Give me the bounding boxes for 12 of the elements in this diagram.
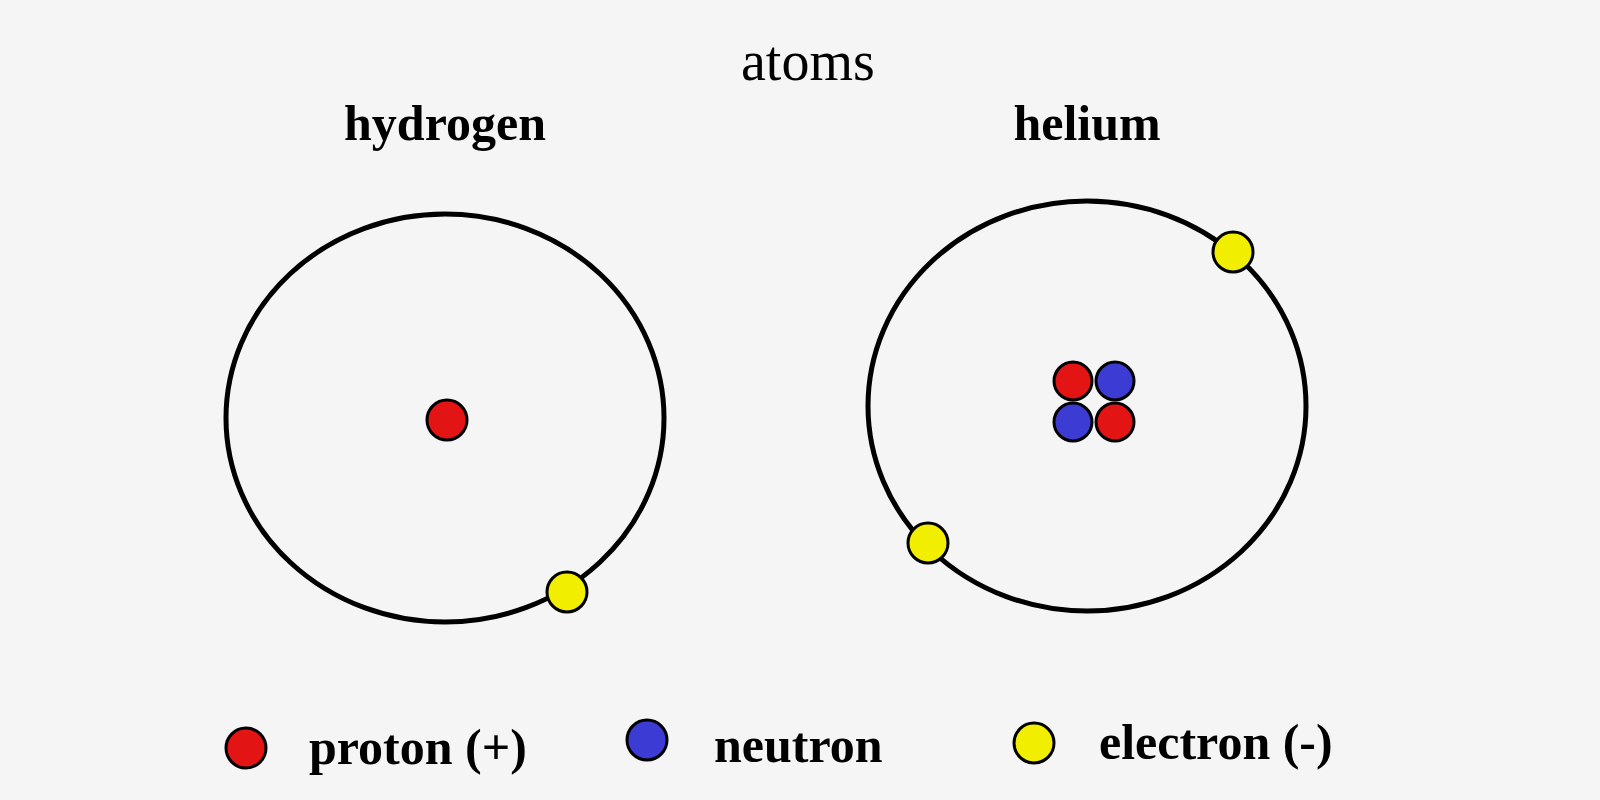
neutron-icon — [1094, 360, 1136, 402]
electron-icon — [1211, 230, 1255, 274]
proton-icon — [1052, 360, 1094, 402]
electron-icon — [906, 521, 950, 565]
proton-icon — [425, 398, 469, 442]
electron-icon — [545, 570, 589, 614]
atom-name: helium — [1012, 95, 1162, 151]
legend-label: neutron — [714, 720, 883, 770]
diagram-title: atoms — [741, 31, 875, 91]
neutron-icon — [1052, 401, 1094, 443]
atom-name: hydrogen — [343, 95, 547, 151]
proton-icon — [1094, 401, 1136, 443]
